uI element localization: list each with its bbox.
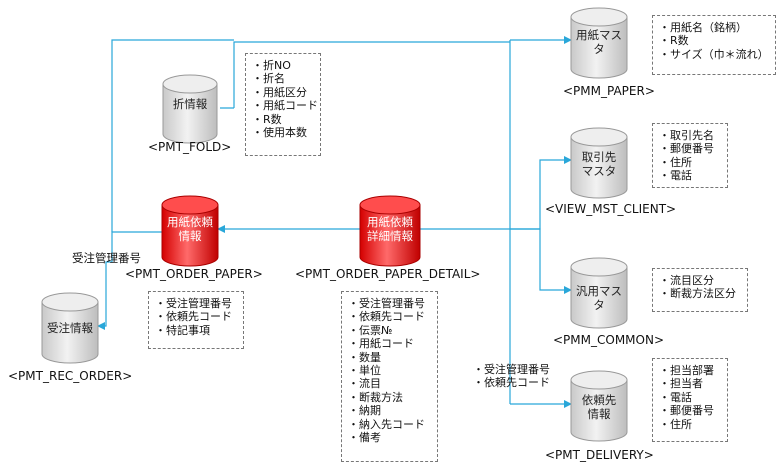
db-rec-order[interactable]: 受注情報 [41, 292, 99, 364]
db-order-detail[interactable]: 用紙依頼 詳細情報 [359, 195, 421, 267]
db-paper-name: <PMM_PAPER> [563, 84, 655, 98]
cylinder-icon [162, 74, 218, 144]
db-common[interactable]: 汎用マスタ [570, 257, 628, 329]
note-fold: ・折NO ・折名 ・用紙区分 ・用紙コード ・R数 ・使用本数 [245, 53, 321, 156]
note-item: ・電話 [659, 169, 692, 183]
note-item: ・断裁方法区分 [659, 287, 736, 301]
db-common-label: 汎用マスタ [576, 284, 622, 312]
db-delivery-name: <PMT_DELIVERY> [545, 448, 654, 462]
edge-label-item: ・依頼先コード [473, 376, 550, 390]
db-order-paper-label: 用紙依頼 情報 [167, 215, 213, 243]
cylinder-icon [570, 257, 628, 329]
db-fold-label: 折情報 [172, 97, 208, 111]
note-item: ・依頼先コード [348, 310, 425, 324]
note-item: ・用紙名（銘柄） [659, 21, 747, 34]
note-item: ・サイズ（巾＊流れ） [659, 47, 769, 61]
note-item: ・郵便番号 [659, 404, 714, 418]
db-order-paper[interactable]: 用紙依頼 情報 [161, 195, 219, 267]
note-order-detail: ・受注管理番号 ・依頼先コード ・伝票№ ・用紙コード ・数量 ・単位 ・流目 … [341, 291, 438, 462]
cylinder-icon [570, 127, 628, 199]
db-rec-order-name: <PMT_REC_ORDER> [8, 369, 133, 383]
cylinder-icon [161, 195, 219, 267]
note-item: ・取引先名 [659, 129, 714, 142]
note-order-paper: ・受注管理番号 ・依頼先コード ・特記事項 [148, 291, 244, 349]
cylinder-icon [359, 195, 421, 267]
note-item: ・断裁方法 [348, 390, 403, 404]
note-item: ・用紙コード [348, 337, 414, 351]
note-item: ・用紙区分 [252, 85, 307, 99]
db-client[interactable]: 取引先 マスタ [570, 127, 628, 199]
note-paper: ・用紙名（銘柄） ・R数 ・サイズ（巾＊流れ） [652, 15, 776, 75]
note-item: ・R数 [252, 112, 282, 126]
db-fold-name: <PMT_FOLD> [148, 140, 232, 154]
note-item: ・用紙コード [252, 99, 318, 113]
note-common: ・流目区分 ・断裁方法区分 [652, 268, 748, 312]
note-item: ・住所 [659, 155, 692, 169]
note-item: ・使用本数 [252, 126, 307, 140]
db-order-paper-name: <PMT_ORDER_PAPER> [125, 267, 263, 281]
note-item: ・数量 [348, 350, 381, 364]
note-item: ・伝票№ [348, 323, 393, 337]
db-delivery-label: 依頼先 情報 [581, 393, 617, 421]
note-item: ・受注管理番号 [155, 297, 232, 310]
db-client-label: 取引先 マスタ [581, 150, 617, 178]
db-fold[interactable]: 折情報 [162, 74, 218, 144]
edge-label-delivery-key: ・受注管理番号 ・依頼先コード [473, 363, 550, 390]
db-paper-label: 用紙マス タ [576, 28, 622, 56]
db-common-name: <PMM_COMMON> [553, 333, 665, 347]
edge-label-rec-order-key: 受注管理番号 [72, 251, 141, 265]
cylinder-icon [41, 292, 99, 364]
note-item: ・折名 [252, 72, 285, 86]
edge-to-common [510, 228, 572, 294]
db-delivery[interactable]: 依頼先 情報 [570, 370, 628, 442]
note-item: ・折NO [252, 59, 291, 72]
note-item: ・電話 [659, 390, 692, 404]
db-rec-order-label: 受注情報 [47, 321, 93, 335]
edge-to-client [510, 156, 572, 230]
note-item: ・流目 [348, 377, 381, 391]
edge-label-item: ・受注管理番号 [473, 363, 550, 376]
db-order-detail-label: 用紙依頼 詳細情報 [367, 215, 413, 243]
note-client: ・取引先名 ・郵便番号 ・住所 ・電話 [652, 123, 728, 188]
cylinder-icon [570, 370, 628, 442]
note-delivery: ・担当部署 ・担当者 ・電話 ・郵便番号 ・住所 [652, 358, 728, 442]
edge-order-paper-to-rec-order [97, 231, 172, 330]
note-item: ・R数 [659, 34, 689, 48]
db-client-name: <VIEW_MST_CLIENT> [545, 202, 677, 216]
note-item: ・特記事項 [155, 323, 210, 337]
note-item: ・備考 [348, 431, 381, 445]
note-item: ・納入先コード [348, 417, 425, 431]
note-item: ・担当者 [659, 377, 703, 391]
note-item: ・住所 [659, 417, 692, 431]
cylinder-icon [570, 7, 628, 79]
db-paper[interactable]: 用紙マス タ [570, 7, 628, 79]
note-item: ・受注管理番号 [348, 297, 425, 310]
db-order-detail-name: <PMT_ORDER_PAPER_DETAIL> [295, 267, 481, 281]
edge-fold-to-rec-order [111, 39, 510, 232]
note-item: ・単位 [348, 364, 381, 378]
note-item: ・納期 [348, 404, 381, 418]
note-item: ・流目区分 [659, 274, 714, 287]
note-item: ・担当部署 [659, 364, 714, 377]
note-item: ・依頼先コード [155, 310, 232, 324]
note-item: ・郵便番号 [659, 142, 714, 156]
